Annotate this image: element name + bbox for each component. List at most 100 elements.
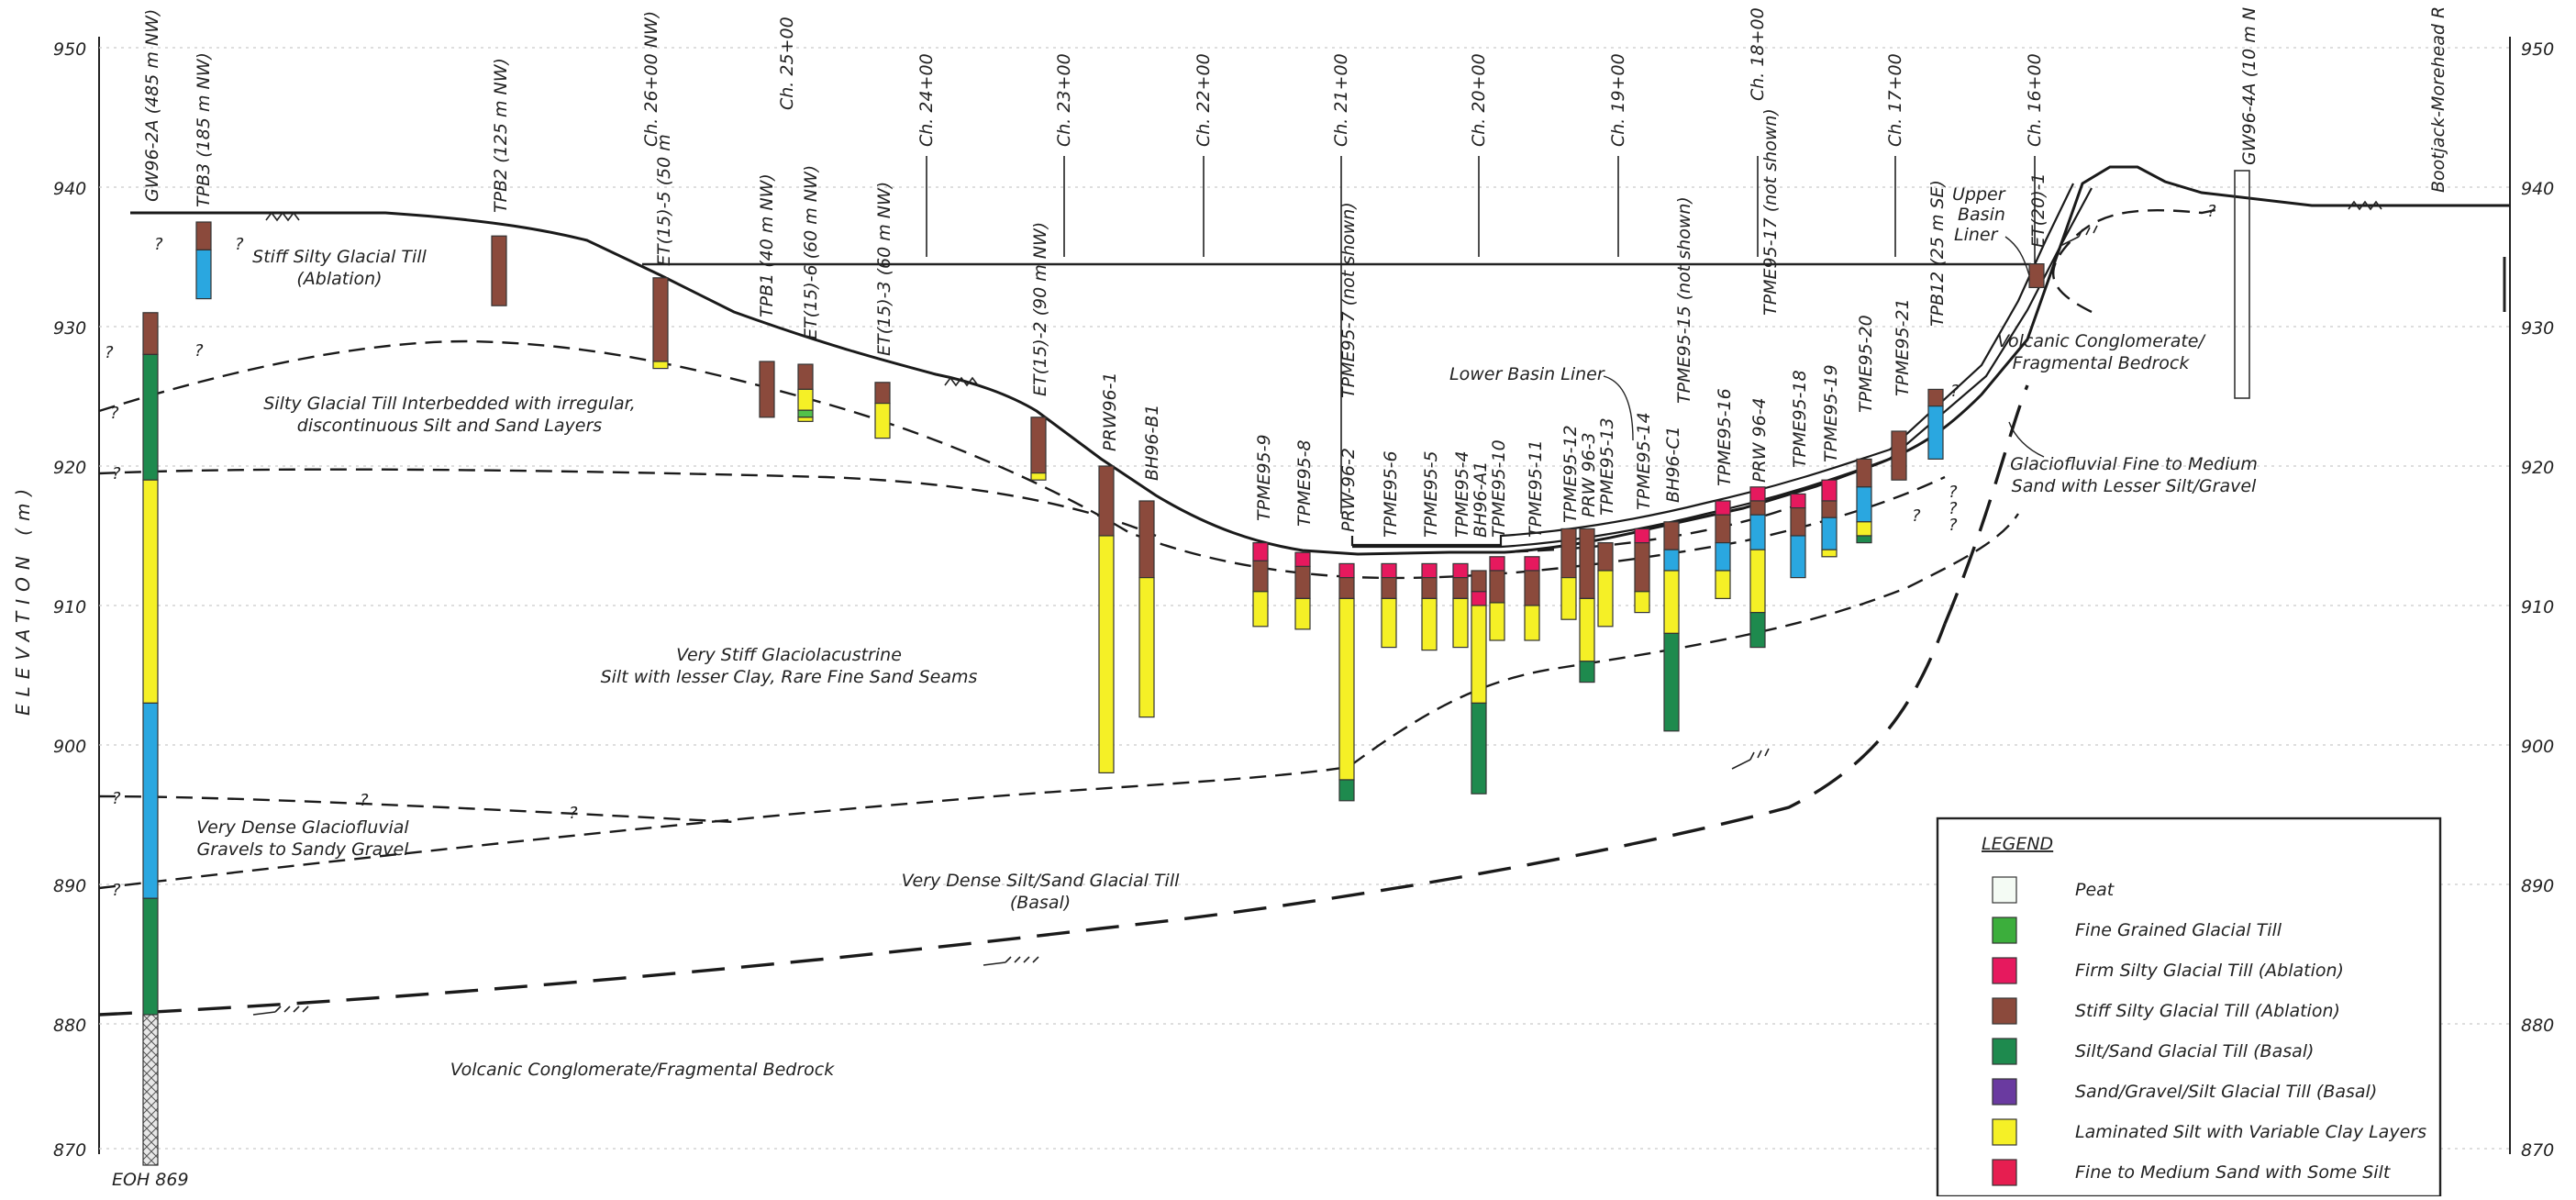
borehole-segment [797,409,814,418]
y-tick-right: 910 [2521,597,2554,617]
borehole-segment [1749,611,1766,649]
y-tick-left: 920 [53,458,86,478]
y-tick-left: 910 [53,597,86,617]
borehole-label: TPB3 (185 m NW) [194,52,214,207]
borehole-label: BH96-A1 [1471,461,1491,538]
borehole-segment [1489,556,1505,572]
borehole-label: TPB1 (40 m NW) [757,173,777,317]
borehole-label: TPME95-19 [1821,364,1841,462]
y-tick-left: 950 [53,39,86,60]
liner-annotations: Lower Basin Liner Upper Basin Liner [1449,184,2045,458]
borehole-segment [1489,602,1505,641]
question-mark: ? [360,791,369,810]
legend-swatch [1992,917,2017,944]
borehole-segment [1749,549,1766,614]
borehole-segment [1597,570,1614,628]
borehole-label: PRW 96-4 [1749,397,1770,483]
borehole-label: TPME95-20 [1856,315,1876,413]
unit-label: Very Dense Glaciofluvial [196,817,409,838]
chainage-labels: Ch. 26+00 NW) Ch. 25+00 Ch. 24+00 Ch. 23… [641,7,2045,147]
borehole-segment [1856,486,1872,523]
legend-swatch [1992,1159,2017,1186]
borehole-segment [1381,576,1397,599]
borehole-segment [1098,465,1115,537]
legend-label: Fine Grained Glacial Till [2075,920,2282,940]
y-axis-title: ELEVATION (m) [12,482,34,716]
borehole-label: BH96-C1 [1663,426,1683,503]
borehole-segment [797,363,814,391]
borehole-label: ET(15)-5 (50 m [654,134,674,266]
borehole-segment [797,388,814,411]
borehole-label: TPME95-8 [1294,439,1315,527]
borehole-segment [1821,517,1838,550]
borehole-segment [142,479,159,705]
borehole-segment [142,897,159,1025]
borehole-gw96-2a-bedrock [142,1014,159,1166]
chainage-label: Ch. 20+00 [1469,53,1489,147]
borehole-segment [1138,576,1155,718]
unit-label: Gravels to Sandy Gravel [197,839,410,860]
unit-label: Silty Glacial Till Interbedded with irre… [263,394,636,414]
y-tick-left: 870 [53,1140,86,1161]
borehole-segment [1856,521,1872,537]
borehole-segment [1634,591,1650,614]
borehole-segment [1663,632,1680,732]
unit-label: Glaciofluvial Fine to Medium [2010,454,2258,474]
unit-label: Stiff Silty Glacial Till [252,247,427,267]
borehole-segment [1821,500,1838,518]
borehole-segment [1421,562,1438,579]
borehole-segment [652,361,669,370]
borehole-label: TPME95-13 [1597,417,1617,516]
question-mark: ? [112,789,121,808]
borehole-label: ET(15)-2 (90 m NW) [1030,222,1050,396]
borehole-segment [1821,479,1838,502]
chainage-label: Ch. 24+00 [916,53,937,147]
borehole-segment [1452,562,1469,579]
borehole-segment [1471,702,1487,794]
upper-liner-label: Basin [1958,205,2005,225]
question-mark: ? [1949,499,1958,518]
borehole-segment [1338,779,1355,802]
chainage-label: Ch. 19+00 [1608,53,1628,147]
legend-swatch [1992,997,2017,1025]
borehole-label: TPME95-18 [1790,370,1810,468]
legend-swatch [1992,1038,2017,1065]
borehole-segment [195,221,212,250]
borehole-segment [491,235,507,306]
borehole-segment [1030,472,1047,481]
y-tick-left: 900 [53,737,86,757]
borehole-label: PRW 96-3 [1579,432,1599,517]
borehole-segment [874,382,891,405]
borehole-segment [1663,521,1680,550]
question-mark: ? [154,235,163,254]
borehole-segment [1489,570,1505,604]
y-tick-left: 890 [53,876,86,896]
borehole-segment [1579,528,1595,600]
chainage-label: Ch. 17+00 [1885,53,1905,147]
y-tick-right: 950 [2521,39,2554,60]
borehole-segment [1634,528,1650,544]
chainage-label: Ch. 25+00 [777,17,797,110]
chainage-label: Ch. 16+00 [2025,53,2045,147]
borehole-segment [1381,597,1397,649]
chainage-label: Ch. 18+00 [1748,7,1768,101]
borehole-segment [1294,597,1311,630]
borehole-segment [1294,565,1311,600]
chainage-lines [926,156,2036,514]
upper-liner-label: Upper [1952,184,2006,205]
borehole-label: TPME95-21 [1893,298,1913,396]
legend-box [1936,817,2442,1198]
borehole-segment [797,417,814,422]
unit-label: Very Stiff Glaciolacustrine [676,645,902,665]
bedrock-symbols [252,200,2382,1016]
question-mark: ? [194,341,204,361]
legend-label: Firm Silty Glacial Till (Ablation) [2075,961,2344,981]
borehole-label: GW96-2A (485 m NW) [142,9,162,202]
question-mark: ? [569,804,578,823]
borehole-segment [1252,591,1269,628]
borehole-segment [1452,597,1469,649]
unit-label: (Basal) [1010,893,1071,913]
borehole-segment [1891,430,1907,481]
